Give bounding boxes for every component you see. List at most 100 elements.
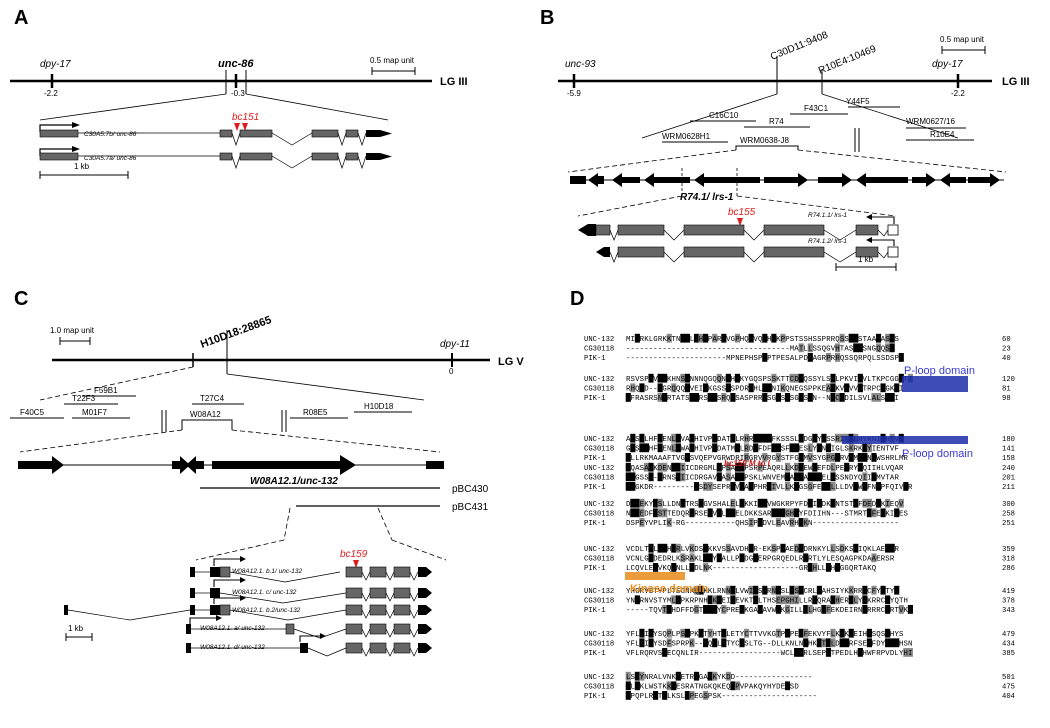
kinase-box <box>625 572 685 580</box>
residue-shade <box>716 462 722 472</box>
exon <box>393 623 411 635</box>
exon <box>369 642 387 654</box>
residue-shade <box>653 498 659 508</box>
sequence-name: PIK-1 <box>584 693 606 701</box>
residue-shade <box>703 563 709 572</box>
intron <box>361 592 371 602</box>
residue-shade <box>825 482 832 491</box>
residue-shade <box>853 482 859 491</box>
residue-shade <box>907 648 913 657</box>
gene-name: R74.1/ lrs-1 <box>680 192 734 203</box>
residue-shade <box>662 543 668 553</box>
exon <box>345 587 363 599</box>
residue-shade <box>744 628 750 638</box>
residue-shade <box>671 595 677 605</box>
cosmid-bar <box>735 145 799 150</box>
transcript-label: W08A12.1. b.1/ unc-132 <box>232 568 302 575</box>
intron <box>361 609 371 619</box>
intron <box>357 155 367 170</box>
residue-shade <box>625 681 631 691</box>
residue-shade <box>671 433 677 443</box>
residue-shade <box>675 443 681 453</box>
arrowhead <box>320 633 326 639</box>
residue-shade <box>862 595 868 605</box>
exon <box>210 567 220 577</box>
residue-shade <box>862 482 868 491</box>
gene-arrow <box>764 173 808 187</box>
residue-shade <box>680 472 686 482</box>
residue-shade <box>798 393 804 402</box>
residue-shade <box>757 498 763 508</box>
sequence-text: DSPEYVPLIK-RG-----------QHSIPRDVLEAVRHGK… <box>626 520 899 528</box>
transcript-label: R74.1.1/ lrs-1 <box>808 212 847 219</box>
residue-shade <box>707 393 713 402</box>
residue-shade <box>780 333 786 343</box>
residue-shade <box>798 518 804 527</box>
residue-shade <box>680 553 686 563</box>
scale-bar <box>59 337 91 345</box>
residue-shade <box>762 383 768 393</box>
sequence-name: CG30118 <box>584 475 614 483</box>
intron <box>409 592 419 602</box>
arrowhead <box>866 214 872 220</box>
residue-shade <box>789 595 795 605</box>
zoom-line <box>39 93 227 121</box>
residue-shade <box>680 462 686 472</box>
residue-shade <box>894 638 900 648</box>
residue-shade <box>630 383 636 393</box>
residue-shade <box>707 671 713 681</box>
exon <box>219 152 233 161</box>
residue-shade <box>862 498 868 508</box>
residue-shade <box>903 648 909 657</box>
intron <box>409 609 419 619</box>
residue-shade <box>766 433 772 443</box>
residue-shade <box>794 508 800 518</box>
residue-shade <box>880 508 886 518</box>
residue-count: 385 <box>1002 650 1015 658</box>
residue-shade <box>807 498 813 508</box>
residue-shade <box>625 671 631 681</box>
residue-shade <box>707 482 713 491</box>
residue-shade <box>762 498 768 508</box>
arrowhead <box>240 556 246 562</box>
residue-shade <box>812 595 818 605</box>
residue-shade <box>803 518 809 527</box>
residue-shade <box>816 472 822 482</box>
sequence-text: SLLRKMAAAFTVGVSVQEPVGRWDRIRGRVVRGYSTFGGM… <box>626 455 909 463</box>
residue-shade <box>648 462 654 472</box>
residue-shade <box>762 585 768 595</box>
residue-shade <box>707 605 713 614</box>
gene-arrow <box>856 173 908 187</box>
cosmid-label: H10D18 <box>364 402 394 411</box>
residue-shade <box>885 498 891 508</box>
residue-count: 404 <box>1002 693 1015 701</box>
residue-shade <box>830 462 836 472</box>
residue-shade <box>675 472 681 482</box>
gene-arrow <box>694 173 760 187</box>
residue-shade <box>671 443 677 453</box>
residue-shade <box>794 482 800 491</box>
residue-shade <box>744 433 750 443</box>
residue-shade <box>689 543 695 553</box>
transcript-label: W08A12.1. c/ unc-132 <box>232 589 297 596</box>
intron <box>385 592 395 602</box>
intron <box>743 229 765 241</box>
sequence-name: PIK-1 <box>584 355 606 363</box>
residue-shade <box>885 543 891 553</box>
residue-shade <box>671 681 677 691</box>
residue-shade <box>703 605 709 614</box>
exon <box>683 224 745 236</box>
exon-3prime <box>418 605 432 615</box>
residue-shade <box>830 453 836 462</box>
residue-shade <box>666 518 672 527</box>
snp-label: R10E4:10469 <box>817 44 878 77</box>
scale-label: 0.5 map unit <box>940 35 985 44</box>
sequence-name: UNC-132 <box>584 546 614 554</box>
sequence-text: ----------------------MPNEPHSPIPTPESALPD… <box>626 355 904 363</box>
residue-shade <box>721 628 727 638</box>
residue-shade <box>775 518 781 527</box>
residue-shade <box>857 453 863 462</box>
intron <box>231 132 241 147</box>
